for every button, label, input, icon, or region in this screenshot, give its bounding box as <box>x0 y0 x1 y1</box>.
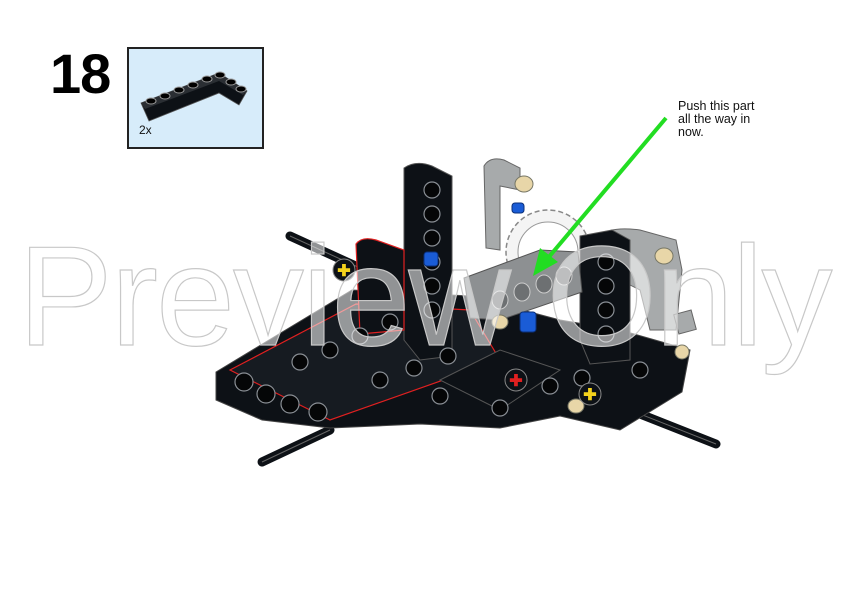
axle-bottom-left <box>257 425 335 467</box>
parts-callout-box: 2x <box>127 47 264 149</box>
yellow-axle-end-icon-2: ✚ <box>578 382 602 406</box>
svg-text:✚: ✚ <box>509 373 522 390</box>
yellow-axle-end-icon: ✚ <box>332 258 356 282</box>
black-chassis <box>215 162 691 431</box>
tan-pin-3 <box>674 344 690 360</box>
blue-pin-3 <box>511 202 525 214</box>
red-axle-end-icon: ✚ <box>504 368 528 392</box>
bent-liftarm-icon <box>140 71 248 122</box>
step-number: 18 <box>50 42 111 105</box>
instruction-callout: Push this part all the way in now. <box>678 99 755 139</box>
tan-pin <box>491 314 509 330</box>
blue-pin-2 <box>519 311 537 333</box>
green-arrow-icon <box>533 116 668 276</box>
grey-liftarm <box>463 249 583 321</box>
svg-text:✚: ✚ <box>583 387 596 404</box>
tan-pin-2 <box>567 398 585 414</box>
blue-pin-1 <box>423 251 439 267</box>
svg-text:✚: ✚ <box>337 263 350 280</box>
part-quantity: 2x <box>139 123 152 137</box>
